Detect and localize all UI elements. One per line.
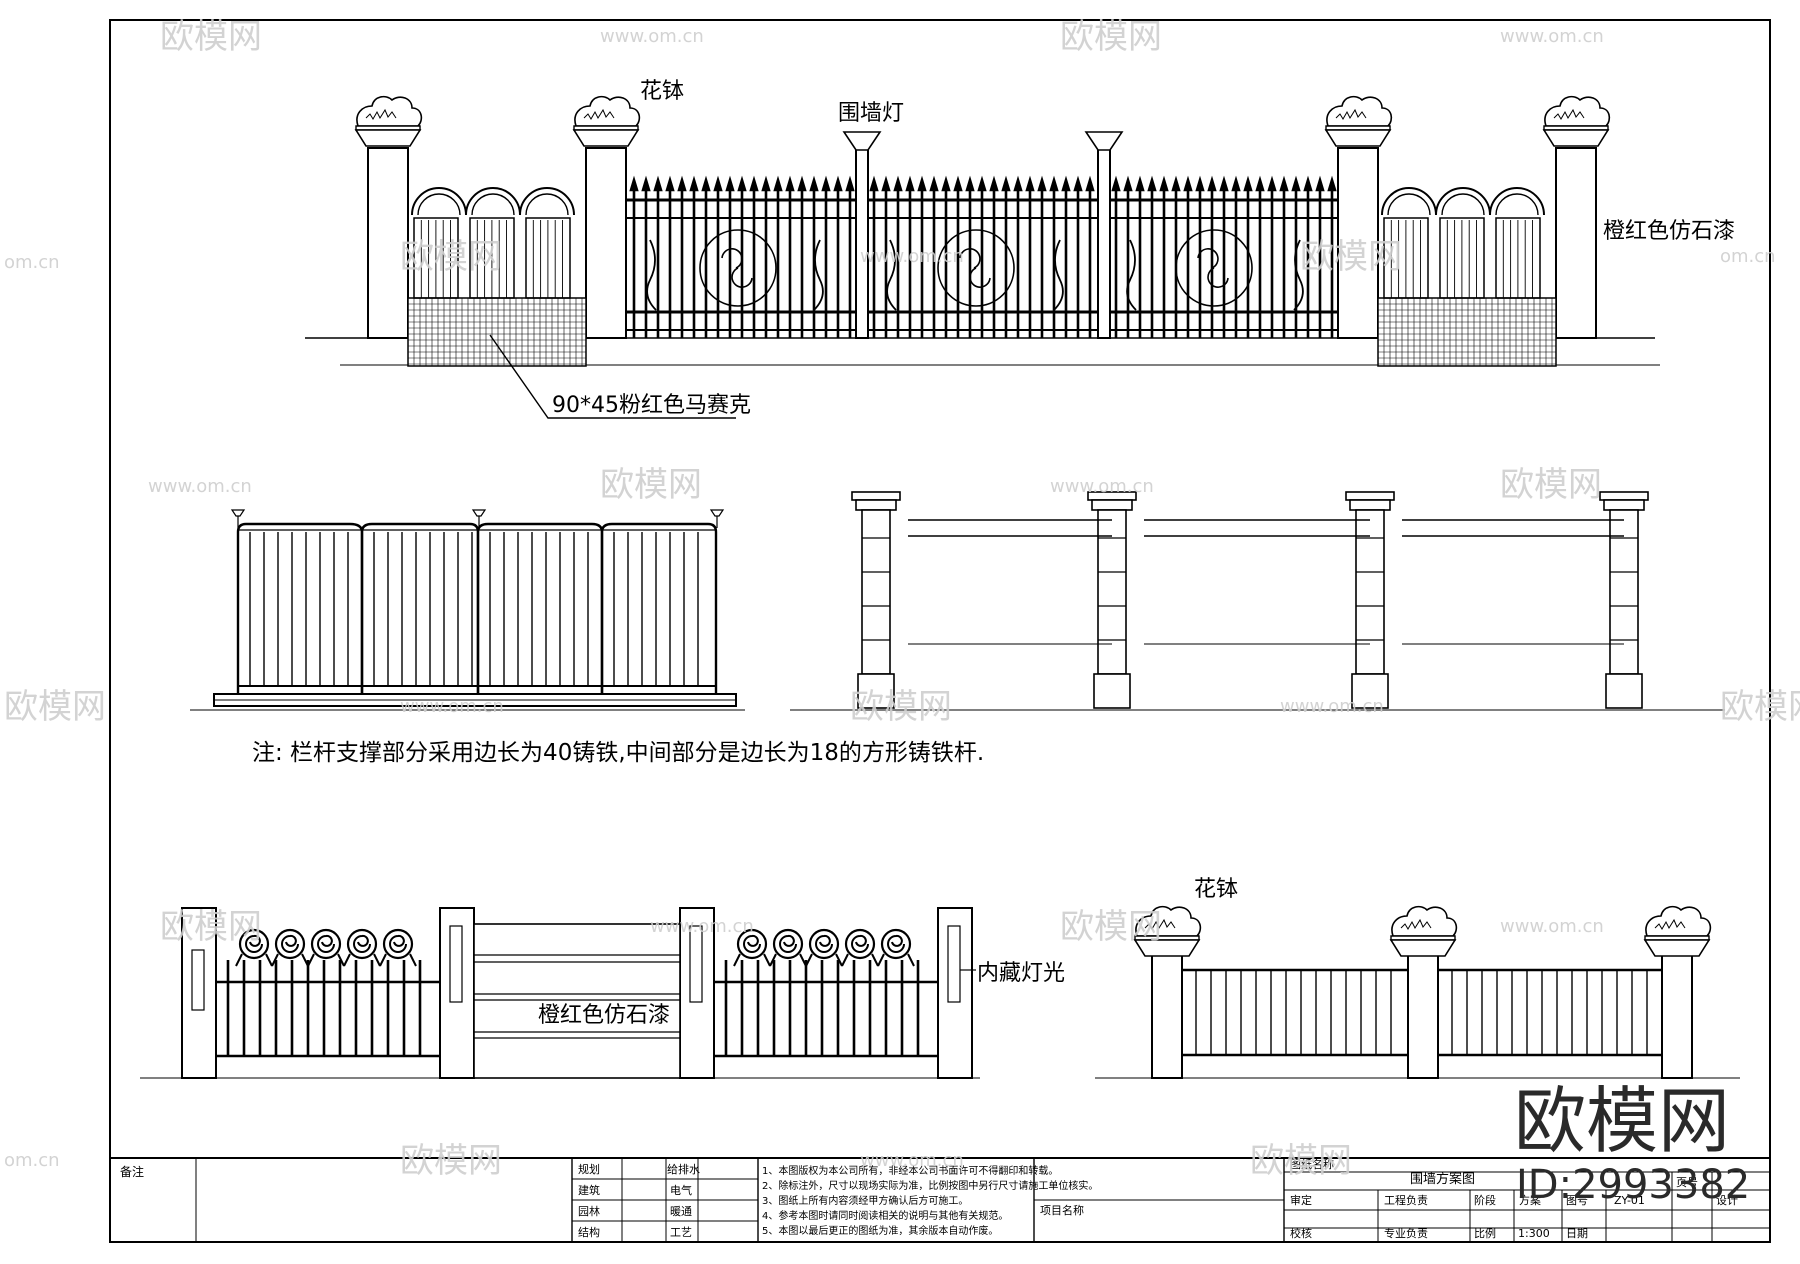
watermark-brand-9: 欧模网 bbox=[1720, 687, 1800, 727]
tb-professional: 专业负责 bbox=[1384, 1226, 1428, 1240]
iron-railing-elevation bbox=[190, 509, 745, 711]
watermark-brand-8: 欧模网 bbox=[850, 687, 952, 727]
watermark-url-4: www.om.cn bbox=[860, 246, 964, 267]
right-arch-wall bbox=[1377, 187, 1557, 367]
label-hidden-light: 内藏灯光 bbox=[977, 961, 1065, 986]
watermark-url-3: om.cn bbox=[4, 252, 60, 273]
title-block: 备注 规划 建筑 园林 结构 给排水 电气 暖通 工艺 1、本图版权为本公司所有… bbox=[109, 1157, 1771, 1243]
top-elevation: 花钵 围墙灯 橙红色仿石漆 90*45粉红色马赛克 bbox=[305, 79, 1735, 419]
watermark-brand-2: 欧模网 bbox=[1060, 17, 1162, 57]
wall-lamp-posts bbox=[842, 131, 1124, 339]
label-pink-mosaic: 90*45粉红色马赛克 bbox=[552, 393, 751, 418]
planter-fence-elevation: 花钵 bbox=[1095, 877, 1740, 1079]
watermark-brand-large: 欧模网 bbox=[1514, 1079, 1730, 1163]
tb-note-2: 2、除标注外，尺寸以现场实际为准，比例按图中另行尺寸请施工单位核实。 bbox=[762, 1179, 1098, 1192]
watermark-url-7: www.om.cn bbox=[1050, 476, 1154, 497]
watermark-badge: 欧模网 ID:2993382 bbox=[1514, 1079, 1750, 1208]
tb-note-1: 1、本图版权为本公司所有，非经本公司书面许可不得翻印和转载。 bbox=[762, 1164, 1058, 1177]
watermark-url-11: www.om.cn bbox=[1500, 916, 1604, 937]
label-wall-lamp: 围墙灯 bbox=[838, 101, 904, 126]
watermark-url-13: www.om.cn bbox=[860, 1150, 964, 1171]
left-arch-wall bbox=[407, 187, 587, 367]
tb-date-label: 日期 bbox=[1566, 1227, 1588, 1240]
watermark-url-2: www.om.cn bbox=[1500, 26, 1604, 47]
watermark-layer: 欧模网 www.om.cn 欧模网 www.om.cn om.cn 欧模网 ww… bbox=[4, 17, 1800, 1181]
tb-note-5: 5、本图以最后更正的图纸为准，其余版本自动作废。 bbox=[762, 1224, 998, 1237]
tb-note-4: 4、参考本图时请同时阅读相关的说明与其他有关规范。 bbox=[762, 1209, 1008, 1222]
watermark-id: ID:2993382 bbox=[1516, 1162, 1750, 1208]
watermark-brand-7: 欧模网 bbox=[4, 687, 106, 727]
watermark-brand-1: 欧模网 bbox=[160, 17, 262, 57]
tb-drawing-no-label: 图号 bbox=[1566, 1194, 1588, 1207]
watermark-url-10: www.om.cn bbox=[650, 916, 754, 937]
tb-scale-label: 比例 bbox=[1474, 1226, 1496, 1240]
tb-discipline-8: 工艺 bbox=[670, 1226, 692, 1239]
scroll-fence-elevation: 橙红色仿石漆 内藏灯光 bbox=[140, 907, 1065, 1079]
watermark-url-1: www.om.cn bbox=[600, 26, 704, 47]
label-orange-stone-paint: 橙红色仿石漆 bbox=[1603, 219, 1735, 244]
watermark-url-5: om.cn bbox=[1720, 246, 1776, 267]
label-orange-stone-paint-2: 橙红色仿石漆 bbox=[538, 1003, 670, 1028]
tb-drawing-title: 围墙方案图 bbox=[1410, 1171, 1475, 1187]
tb-stage-value: 方案 bbox=[1519, 1193, 1541, 1207]
tb-discipline-6: 电气 bbox=[670, 1183, 692, 1197]
label-flowerpot-2: 花钵 bbox=[1194, 877, 1238, 902]
tb-engineer: 工程负责 bbox=[1384, 1193, 1428, 1207]
tb-scale: 1:300 bbox=[1518, 1227, 1550, 1240]
tb-approve: 审定 bbox=[1290, 1193, 1312, 1207]
tb-discipline-1: 规划 bbox=[578, 1162, 600, 1176]
pillar-wall-elevation bbox=[790, 491, 1725, 711]
watermark-brand-13: 欧模网 bbox=[1250, 1141, 1352, 1181]
tb-remark: 备注 bbox=[120, 1164, 144, 1179]
tb-sheet-label: 页号 bbox=[1676, 1176, 1698, 1189]
tb-design-label: 设计 bbox=[1716, 1194, 1738, 1207]
tb-project-name: 项目名称 bbox=[1040, 1203, 1084, 1217]
tb-discipline-3: 园林 bbox=[578, 1204, 600, 1218]
tb-drawing-name: 图纸名称 bbox=[1290, 1157, 1334, 1171]
tb-stage: 阶段 bbox=[1474, 1193, 1496, 1207]
watermark-url-6: www.om.cn bbox=[148, 476, 252, 497]
tb-check: 校核 bbox=[1290, 1226, 1312, 1240]
iron-gate bbox=[626, 175, 1340, 338]
watermark-brand-6: 欧模网 bbox=[1500, 465, 1602, 505]
watermark-brand-12: 欧模网 bbox=[400, 1141, 502, 1181]
tb-discipline-5: 给排水 bbox=[667, 1162, 700, 1176]
watermark-brand-4: 欧模网 bbox=[1300, 237, 1402, 277]
watermark-brand-10: 欧模网 bbox=[160, 907, 262, 947]
tb-note-3: 3、图纸上所有内容须经甲方确认后方可施工。 bbox=[762, 1194, 968, 1207]
tb-drawing-no: ZY-01 bbox=[1614, 1194, 1645, 1207]
note-text: 注: 栏杆支撑部分采用边长为40铸铁,中间部分是边长为18的方形铸铁杆. bbox=[252, 740, 984, 766]
watermark-brand-5: 欧模网 bbox=[600, 465, 702, 505]
watermark-url-9: www.om.cn bbox=[1280, 696, 1384, 717]
label-flowerpot: 花钵 bbox=[640, 79, 684, 104]
tb-discipline-4: 结构 bbox=[578, 1225, 600, 1239]
watermark-url-8: www.om.cn bbox=[400, 696, 504, 717]
watermark-url-12: om.cn bbox=[4, 1150, 60, 1171]
watermark-brand-3: 欧模网 bbox=[400, 237, 502, 277]
tb-discipline-2: 建筑 bbox=[578, 1183, 600, 1197]
watermark-brand-11: 欧模网 bbox=[1060, 907, 1162, 947]
tb-discipline-7: 暖通 bbox=[670, 1205, 692, 1218]
